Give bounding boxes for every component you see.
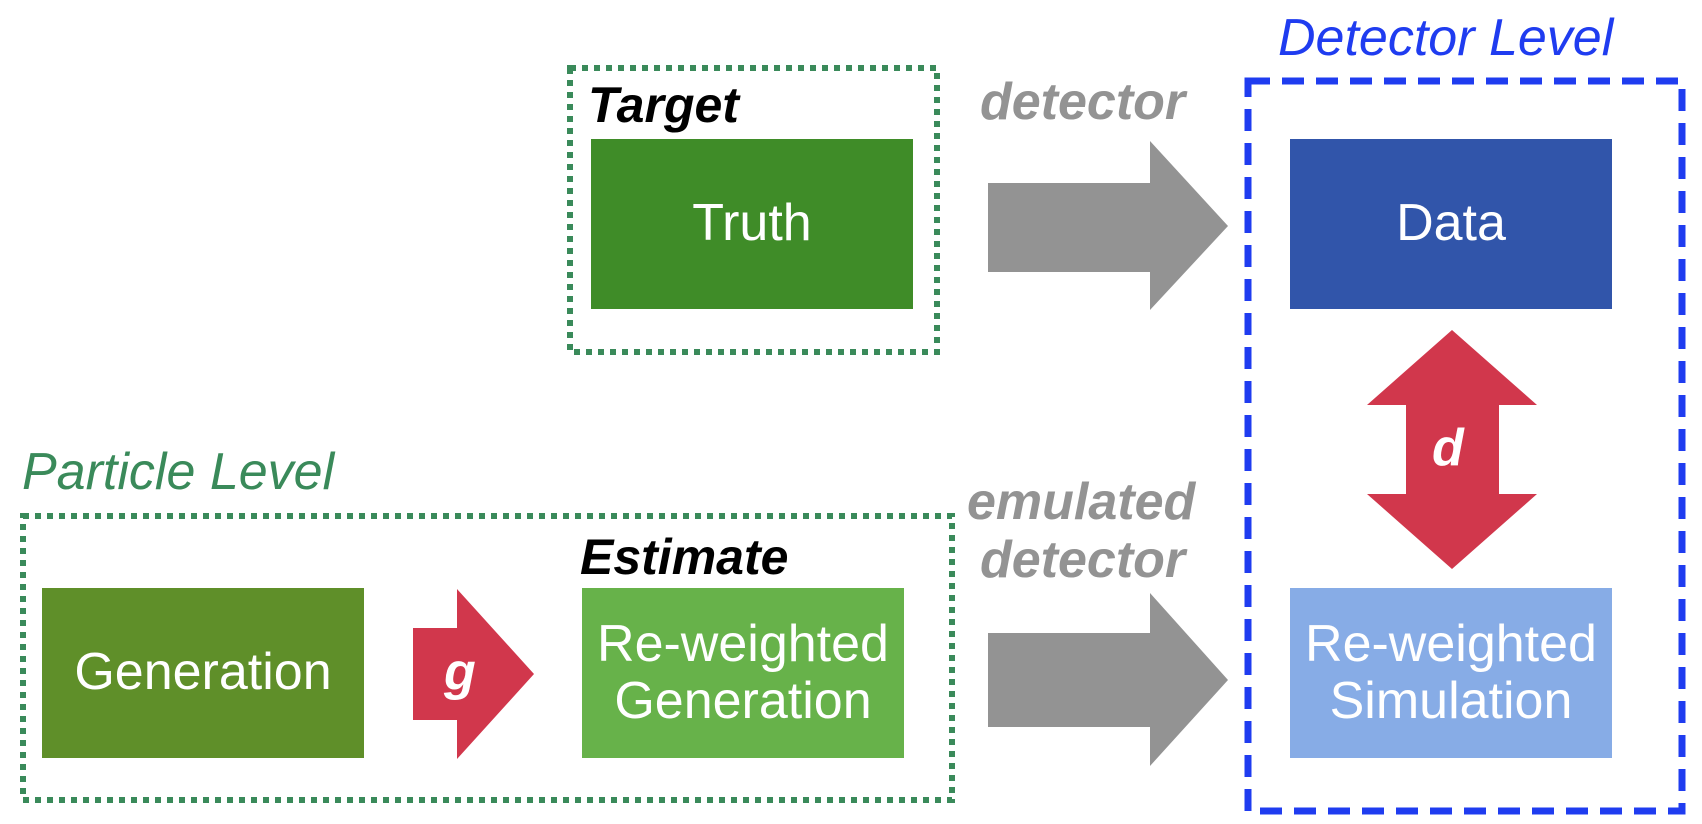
d-arrow-label: d [1432,419,1464,477]
reweighted-simulation-label-line1: Re-weighted [1305,614,1597,673]
reweighted-generation-box: Re-weighted Generation [582,588,904,758]
reweighted-simulation-box: Re-weighted Simulation [1290,588,1612,758]
generation-box: Generation [42,588,364,758]
particle-level-border [20,513,955,803]
reweighted-generation-label-line1: Re-weighted [597,614,889,673]
truth-label: Truth [692,194,812,253]
emulated-detector-label-line2: detector [980,531,1186,589]
detector-level-label: Detector Level [1278,9,1614,67]
particle-level-label: Particle Level [22,443,335,501]
estimate-label: Estimate [580,529,789,585]
d-double-arrow [1367,330,1537,569]
detector-arrow-label: detector [980,73,1186,131]
detector-arrow [988,141,1228,310]
data-label: Data [1396,194,1506,253]
truth-box: Truth [591,139,913,309]
emulated-detector-arrow [988,593,1228,766]
reweighted-generation-label-line2: Generation [614,672,872,730]
emulated-detector-label-line1: emulated [967,473,1196,531]
data-box: Data [1290,139,1612,309]
g-arrow [413,589,534,759]
detector-level-border [1244,77,1686,815]
generation-label: Generation [74,643,332,702]
g-arrow-label: g [444,643,476,701]
target-group-border [567,65,940,355]
target-label: Target [588,77,739,133]
reweighted-simulation-label-line2: Simulation [1329,672,1573,730]
